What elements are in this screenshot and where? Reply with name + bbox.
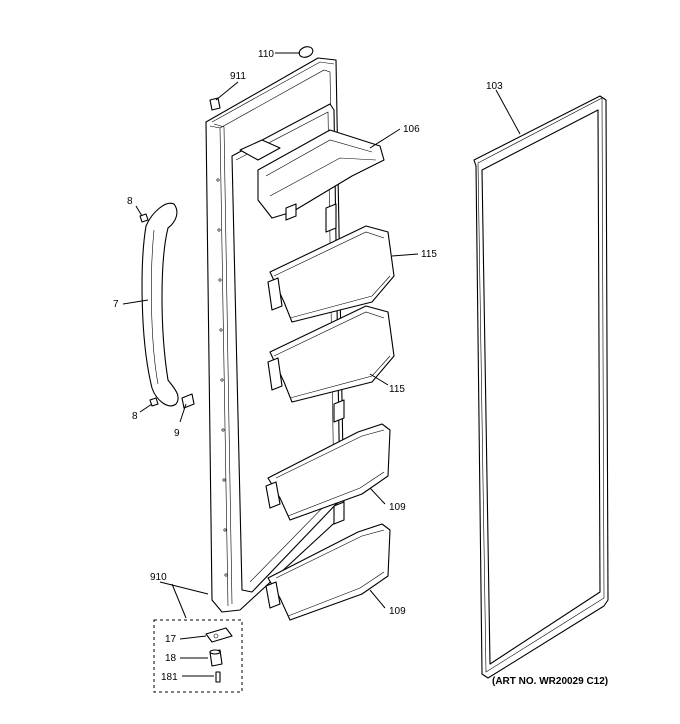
callout-115-top: 115 [421,249,437,260]
door-gasket [473,95,609,679]
callout-109-lower: 109 [389,606,406,617]
bin-109-lower [265,523,391,621]
callout-9: 9 [174,428,180,439]
callout-18: 18 [165,653,177,664]
fastener-9 [181,393,195,409]
callout-109-upper: 109 [389,502,406,513]
callout-8-top: 8 [127,196,133,207]
callout-7: 7 [113,299,119,310]
callout-181: 181 [161,672,178,683]
callout-115-lower: 115 [389,384,405,395]
callout-103: 103 [486,81,503,92]
ring-110 [298,46,314,58]
plug-911 [209,97,221,111]
art-number: (ART NO. WR20029 C12) [492,676,608,687]
bin-109-upper [265,423,391,521]
hinge-kit-box [153,619,243,693]
door-handle-7 [141,202,179,407]
bin-115-lower [267,305,395,403]
callout-110: 110 [258,49,274,60]
callout-911: 911 [230,71,246,82]
callout-17: 17 [165,634,177,645]
leader-lines [122,52,521,677]
callout-106: 106 [403,124,420,135]
callout-8-lower: 8 [132,411,138,422]
handle-cover-106 [257,129,385,221]
callout-910: 910 [150,572,167,583]
bin-115-upper [267,225,395,323]
